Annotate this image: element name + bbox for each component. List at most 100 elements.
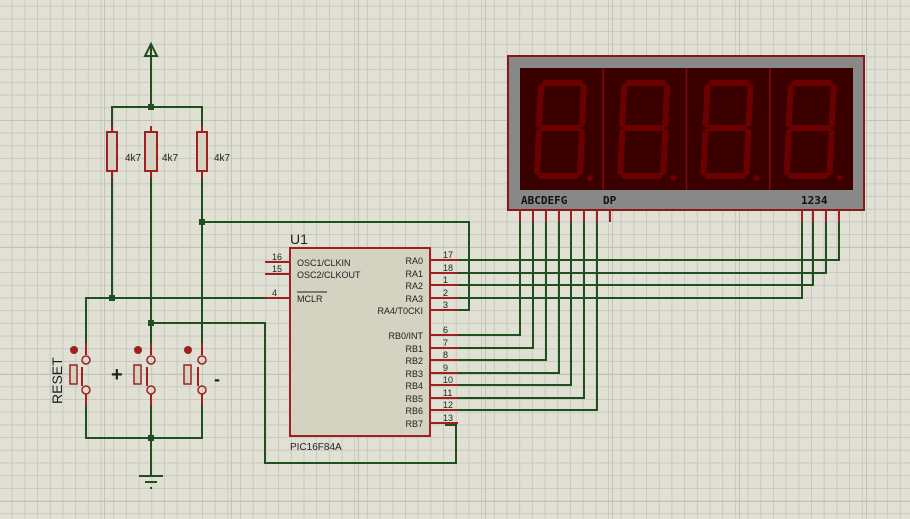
segment-pins-label: ABCDEFG — [521, 194, 568, 207]
pin-number: 10 — [443, 375, 453, 385]
pin-number: 4 — [272, 288, 277, 298]
digit-wire — [458, 222, 840, 261]
pin-number: 1 — [443, 275, 448, 285]
junction-dot — [148, 435, 154, 441]
plus-label: + — [111, 364, 123, 386]
junction-dot — [148, 320, 154, 326]
digit-3 — [685, 68, 760, 190]
digit-wire — [458, 222, 803, 299]
rb7-wire — [151, 322, 457, 464]
digit-pins-label: 1234 — [801, 194, 828, 207]
pin-name: RB5 — [405, 394, 423, 404]
segment-wire — [458, 222, 521, 336]
minus-label: - — [214, 369, 220, 389]
resistor-r2[interactable]: 4k7 — [144, 126, 179, 178]
pin-number: 18 — [443, 263, 453, 273]
pin-number: 11 — [443, 388, 452, 398]
segment — [828, 84, 837, 127]
pin-name: RB3 — [405, 369, 423, 379]
pin-name: RB1 — [405, 344, 423, 354]
pin-name: RB4 — [405, 381, 423, 391]
pin-number: 12 — [443, 400, 453, 410]
reset-button[interactable]: RESET — [49, 343, 91, 406]
junction-dot — [109, 295, 115, 301]
pic-chip[interactable]: U1 PIC16F84A 16OSC1/CLKIN15OSC2/CLKOUT4M… — [265, 231, 458, 453]
segment — [619, 84, 628, 127]
segment — [662, 84, 671, 127]
pin-name: RB0/INT — [388, 331, 423, 341]
pin-name: RA0 — [405, 256, 423, 266]
digit-4 — [769, 68, 843, 190]
segment — [826, 129, 835, 175]
pin-name: RA2 — [405, 281, 423, 291]
decimal-point — [670, 175, 677, 181]
segment — [702, 84, 711, 127]
segment — [536, 84, 544, 127]
pin-name: RB6 — [405, 406, 423, 416]
resistor-r3[interactable]: 4k7 — [196, 126, 231, 178]
pin-number: 7 — [443, 338, 448, 348]
digit-wire — [458, 222, 814, 286]
segment — [617, 129, 626, 175]
segment-wire — [458, 222, 585, 399]
segment — [745, 84, 754, 127]
pin-name: RB7 — [405, 419, 423, 429]
resistor-r1-value: 4k7 — [125, 153, 142, 164]
seven-seg-display[interactable]: ABCDEFG DP 1234 — [507, 55, 865, 211]
segment-wire — [458, 222, 572, 386]
junction-dot — [148, 104, 154, 110]
resistor-r2-value: 4k7 — [162, 153, 179, 164]
resistor-r3-value: 4k7 — [214, 153, 231, 164]
segment-wire — [458, 222, 547, 361]
plus-button[interactable]: + — [111, 343, 156, 406]
pin-name: OSC2/CLKOUT — [297, 270, 361, 280]
vcc-arrow-icon — [143, 41, 159, 57]
pin-number: 2 — [443, 288, 448, 298]
power-terminal[interactable] — [143, 41, 159, 107]
pin-name: RA4/T0CKI — [377, 306, 423, 316]
segment — [785, 84, 794, 127]
segment-wire — [458, 222, 534, 349]
segment — [783, 129, 792, 175]
digit-2 — [602, 68, 677, 190]
junction-dot — [199, 219, 205, 225]
segment-wire — [458, 222, 598, 411]
segment — [534, 129, 542, 175]
pin-name: RA3 — [405, 294, 423, 304]
segment — [660, 129, 669, 175]
pin-name: RA1 — [405, 269, 423, 279]
pin-number: 17 — [443, 250, 453, 260]
pin-name: RB2 — [405, 356, 423, 366]
pin-name: MCLR — [297, 294, 323, 304]
pin-number: 16 — [272, 252, 282, 262]
segment — [700, 129, 709, 175]
minus-button[interactable]: - — [183, 343, 220, 406]
resistor-r1[interactable]: 4k7 — [106, 126, 142, 178]
segment — [743, 129, 752, 175]
pin-number: 13 — [443, 413, 453, 423]
ground-bus-wire — [85, 406, 203, 439]
decimal-point — [753, 175, 760, 181]
segment — [577, 129, 585, 175]
chip-part: PIC16F84A — [290, 442, 342, 453]
digit-1 — [534, 80, 593, 181]
pin-number: 15 — [272, 264, 282, 274]
dp-pin-label: DP — [603, 194, 617, 207]
pin-number: 3 — [443, 300, 448, 310]
